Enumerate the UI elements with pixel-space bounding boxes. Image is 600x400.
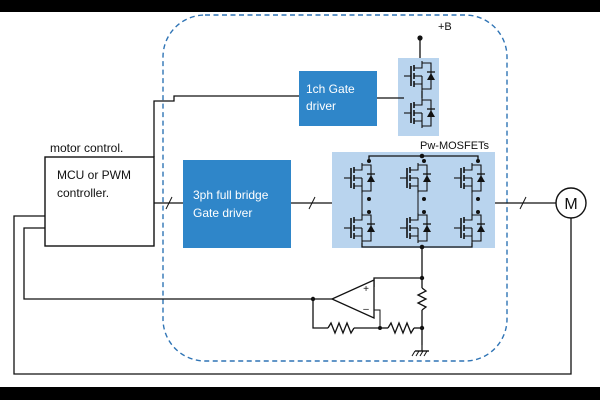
opamp-output-wire [23,227,332,300]
pw-mosfets-label: Pw-MOSFETs [420,140,490,152]
bus-slash-3 [519,196,527,210]
controller-title: motor control. [50,141,123,155]
bridge-bottom-rail [361,243,473,248]
low-node-2 [422,210,426,214]
rail-node-2 [422,159,426,163]
module-boundary [162,14,508,362]
minus-input-lead [374,309,381,316]
bus-slash-1 [165,196,173,210]
opamp-minus-label: – [363,304,369,315]
ctrl-to-1ch-wire [153,95,299,157]
shunt-resistor-icon [416,287,428,311]
gate-driver-3ph-line1: 3ph full bridge [193,188,269,202]
opamp-icon [330,278,375,320]
controller-box [44,156,155,247]
low-node-1 [367,210,371,214]
rail-node-3 [476,159,480,163]
motor-feedback-wire [13,215,572,375]
gate-driver-3ph-line2: Gate driver [193,206,252,220]
mosfet-bridge-panel [332,152,495,248]
supply-label: +B [438,21,452,33]
resistor-2-icon [387,321,415,335]
bridge-top-node [419,153,425,159]
phase-node-3 [476,197,480,201]
phase-node-1 [367,197,371,201]
controller-line1: MCU or PWM [57,168,131,182]
controller-line2: controller. [57,186,109,200]
motor-label: M [564,196,577,213]
low-node-3 [476,210,480,214]
gate-driver-1ch-line1: 1ch Gate [306,82,355,96]
output-loop [312,299,328,329]
rail-node-1 [367,159,371,163]
gate-driver-3ph-box [183,160,291,248]
opamp-plus-label: + [363,284,369,295]
bus-slash-2 [308,196,316,210]
gate-driver-1ch-line2: driver [306,99,336,113]
gate-driver-1ch-box [299,71,377,126]
resistor-1-icon [327,321,355,335]
phase-node-2 [422,197,426,201]
mosfet-1ch-panel [398,58,439,136]
